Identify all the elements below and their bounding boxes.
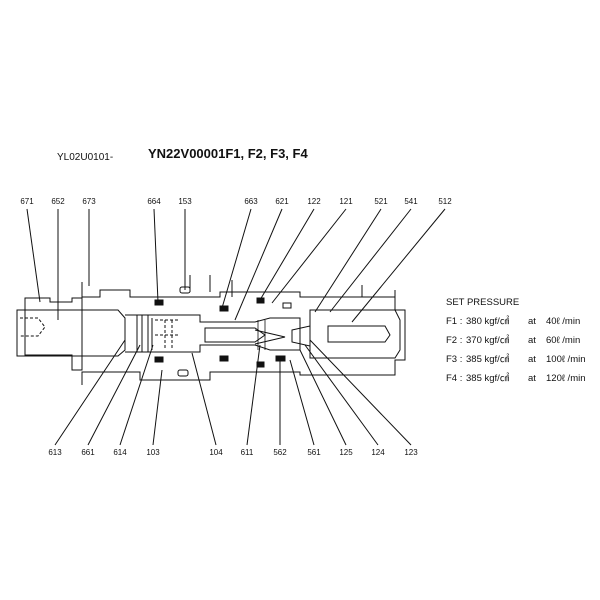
leader-line-614 — [119, 344, 154, 446]
bottom-label-103: 103 — [146, 448, 160, 457]
set-pressure-heading: SET PRESSURE — [446, 297, 520, 308]
set-pressure-table: SET PRESSURE F1 :380 kgf/㎠ at 40ℓ /min F2 … — [446, 293, 586, 388]
leader-line-611 — [246, 344, 261, 446]
bottom-label-613: 613 — [48, 448, 62, 457]
pressure-row-f1: F1 :380 kgf/㎠ at 40ℓ /min — [446, 312, 586, 331]
leader-line-661 — [87, 344, 141, 446]
row-pressure: 385 kgf/㎠ — [466, 373, 510, 384]
top-label-673: 673 — [82, 197, 96, 206]
row-flow: 60ℓ /min — [546, 335, 581, 346]
top-label-541: 541 — [404, 197, 418, 206]
row-key: F4 : — [446, 373, 463, 384]
leader-line-512 — [351, 208, 446, 323]
row-pressure: 385 kgf/㎠ — [466, 354, 510, 365]
top-label-521: 521 — [374, 197, 388, 206]
row-at: at — [528, 335, 536, 346]
bottom-label-124: 124 — [371, 448, 385, 457]
bottom-label-562: 562 — [273, 448, 287, 457]
row-flow: 120ℓ /min — [546, 373, 586, 384]
top-label-671: 671 — [20, 197, 34, 206]
row-flow: 40ℓ /min — [546, 316, 581, 327]
valve-body — [16, 275, 406, 385]
leader-line-621 — [234, 208, 283, 321]
leader-line-103 — [152, 369, 163, 446]
bottom-label-661: 661 — [81, 448, 95, 457]
top-label-652: 652 — [51, 197, 65, 206]
bottom-label-611: 611 — [241, 448, 254, 457]
leader-line-122 — [259, 208, 315, 301]
bottom-label-104: 104 — [209, 448, 223, 457]
leader-line-104 — [191, 352, 217, 446]
leader-line-561 — [289, 359, 315, 446]
leader-line-521 — [314, 208, 382, 313]
leader-lines — [26, 208, 446, 446]
top-label-512: 512 — [438, 197, 452, 206]
leader-line-613 — [54, 339, 126, 446]
row-pressure: 380 kgf/㎠ — [466, 316, 510, 327]
row-flow: 100ℓ /min — [546, 354, 586, 365]
document-id: YL02U0101- — [57, 152, 114, 163]
row-at: at — [528, 354, 536, 365]
pressure-row-f3: F3 :385 kgf/㎠ at 100ℓ /min — [446, 350, 586, 369]
leader-line-125 — [299, 349, 347, 446]
top-label-663: 663 — [244, 197, 258, 206]
diagram-title: YN22V00001F1, F2, F3, F4 — [148, 146, 308, 161]
bottom-label-561: 561 — [307, 448, 321, 457]
top-part-labels: 671 652 673 664 153 663 621 122 121 521 541 512 — [20, 197, 452, 206]
top-label-122: 122 — [307, 197, 321, 206]
leader-line-664 — [153, 208, 159, 303]
bottom-label-123: 123 — [404, 448, 418, 457]
bottom-part-labels: 613 661 614 103 104 611 562 561 125 124 123 — [48, 448, 418, 457]
bottom-label-614: 614 — [113, 448, 127, 457]
pressure-row-f4: F4 :385 kgf/㎠ at 120ℓ /min — [446, 369, 586, 388]
leader-line-124 — [304, 344, 379, 446]
top-label-153: 153 — [178, 197, 192, 206]
row-key: F3 : — [446, 354, 463, 365]
bottom-label-125: 125 — [339, 448, 353, 457]
row-key: F2 : — [446, 335, 463, 346]
leader-line-541 — [329, 208, 412, 313]
top-label-621: 621 — [275, 197, 289, 206]
top-label-121: 121 — [339, 197, 353, 206]
row-at: at — [528, 373, 536, 384]
leader-line-121 — [271, 208, 347, 304]
pressure-row-f2: F2 :370 kgf/㎠ at 60ℓ /min — [446, 331, 586, 350]
leader-line-671 — [26, 208, 41, 303]
leader-line-123 — [309, 339, 412, 446]
row-at: at — [528, 316, 536, 327]
row-pressure: 370 kgf/㎠ — [466, 335, 510, 346]
row-key: F1 : — [446, 316, 463, 327]
top-label-664: 664 — [147, 197, 161, 206]
leader-line-663 — [221, 208, 252, 309]
